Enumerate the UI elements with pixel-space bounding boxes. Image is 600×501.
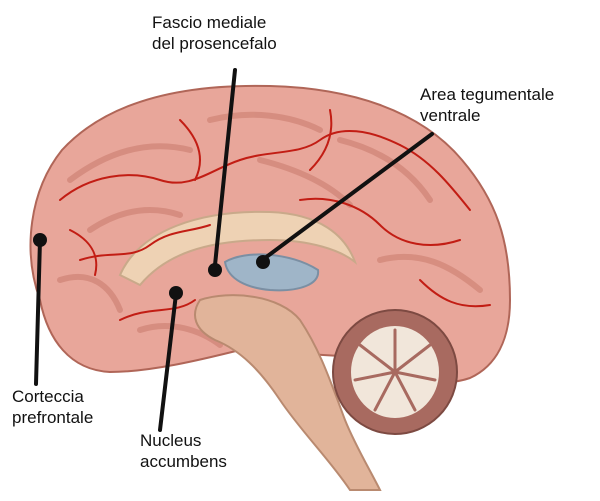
label-area-tegumentale: Area tegumentale ventrale	[420, 84, 554, 126]
label-fascio-mediale: Fascio mediale del prosencefalo	[152, 12, 277, 54]
label-area-line2: ventrale	[420, 105, 554, 126]
label-corteccia-prefrontale: Corteccia prefrontale	[12, 386, 93, 428]
label-corteccia-line2: prefrontale	[12, 407, 93, 428]
label-nucleus-accumbens: Nucleus accumbens	[140, 430, 227, 472]
label-fascio-line2: del prosencefalo	[152, 33, 277, 54]
pointer-nucleus-dot	[169, 286, 183, 300]
pointer-corteccia-dot	[33, 233, 47, 247]
label-corteccia-line1: Corteccia	[12, 386, 93, 407]
label-area-line1: Area tegumentale	[420, 84, 554, 105]
pointer-area-dot	[256, 255, 270, 269]
label-nucleus-line2: accumbens	[140, 451, 227, 472]
label-fascio-line1: Fascio mediale	[152, 12, 277, 33]
label-nucleus-line1: Nucleus	[140, 430, 227, 451]
pointer-fascio-dot	[208, 263, 222, 277]
